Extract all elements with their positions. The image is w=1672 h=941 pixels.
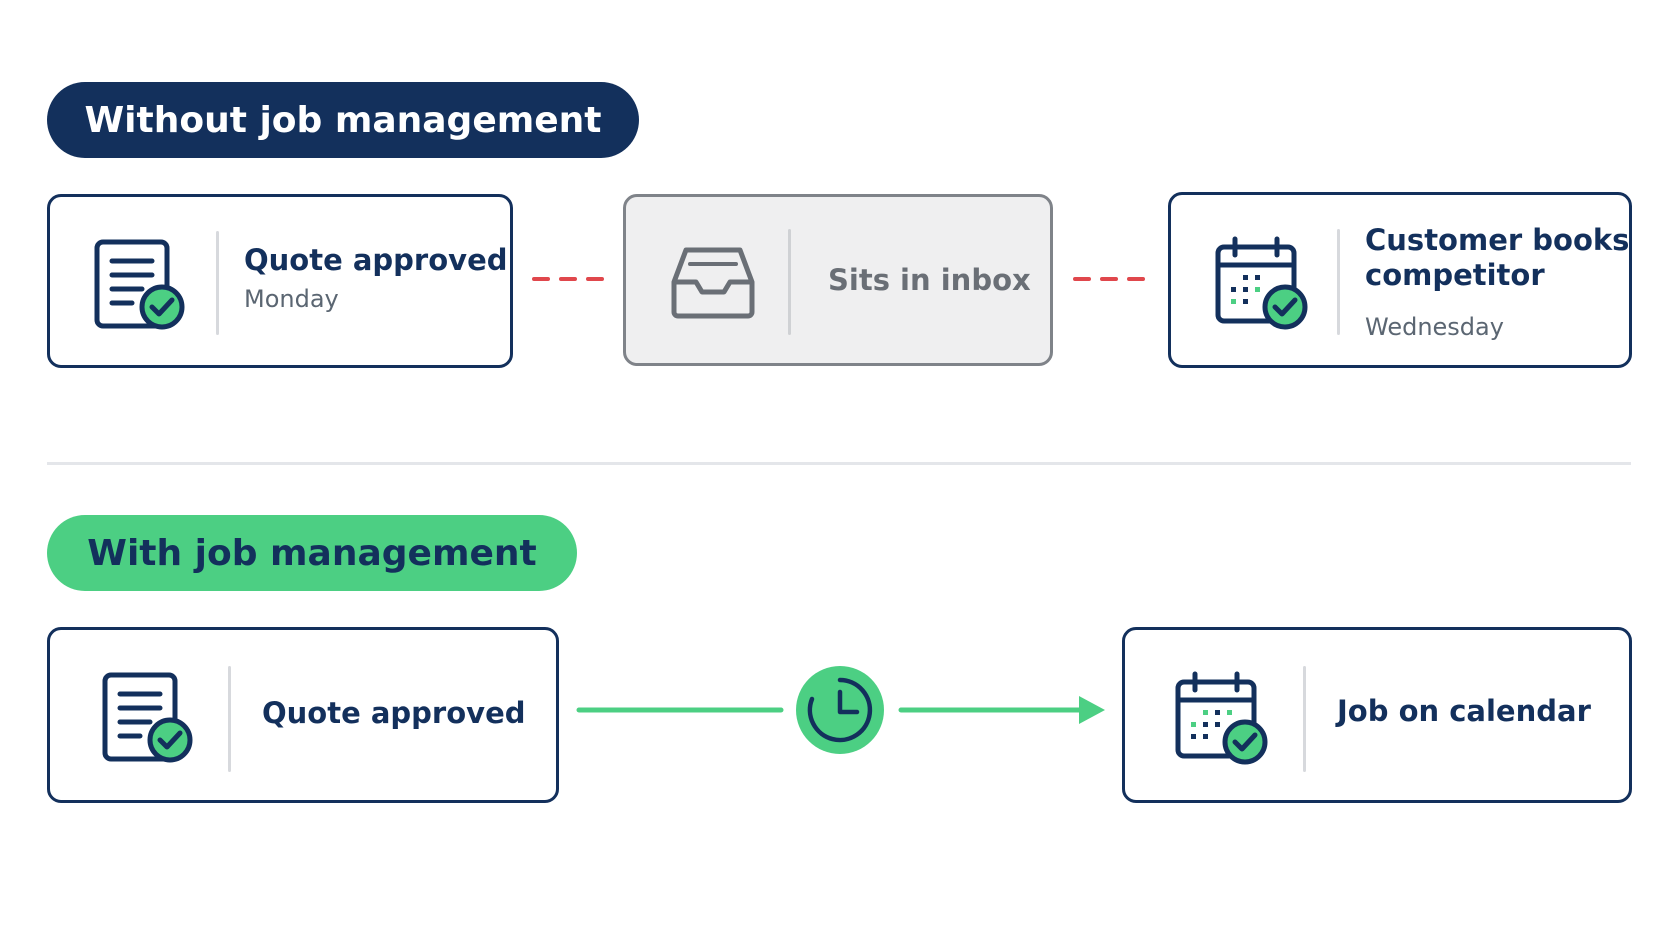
quote-approved-title: Quote approved [244,243,508,277]
quote-approved-card: Quote approved Monday [47,194,513,368]
job-on-calendar-title: Job on calendar [1337,694,1591,728]
card-divider [788,229,791,335]
title-line-2: competitor [1365,258,1545,293]
with-job-management-label: With job management [47,515,577,591]
red-dashed-connector-2 [1073,277,1153,281]
wednesday-label: Wednesday [1365,313,1504,341]
job-on-calendar-card: Job on calendar [1122,627,1632,803]
calendar-check-icon [1175,671,1268,765]
sits-in-inbox-title: Sits in inbox [828,263,1031,297]
quote-approved-title-2: Quote approved [262,696,526,730]
sits-in-inbox-card: Sits in inbox [623,194,1053,366]
customer-books-competitor-title: Customer books competitor [1365,223,1629,294]
calendar-check-icon [1215,236,1308,330]
title-line-1: Customer books [1365,223,1630,257]
quote-approved-card-2: Quote approved [47,627,559,803]
card-divider [1303,666,1306,772]
card-divider [216,231,219,335]
clock-icon [796,666,884,754]
red-dashed-connector-1 [532,277,612,281]
document-check-icon [102,672,193,763]
inbox-tray-icon [671,247,755,319]
green-timeline-connector [576,666,1105,754]
section-divider [47,462,1631,465]
card-divider [1337,229,1340,335]
card-divider [228,666,231,772]
monday-label: Monday [244,285,339,313]
without-job-management-label: Without job management [47,82,639,158]
document-check-icon [94,239,185,330]
customer-books-competitor-card: Customer books competitor Wednesday [1168,192,1632,368]
